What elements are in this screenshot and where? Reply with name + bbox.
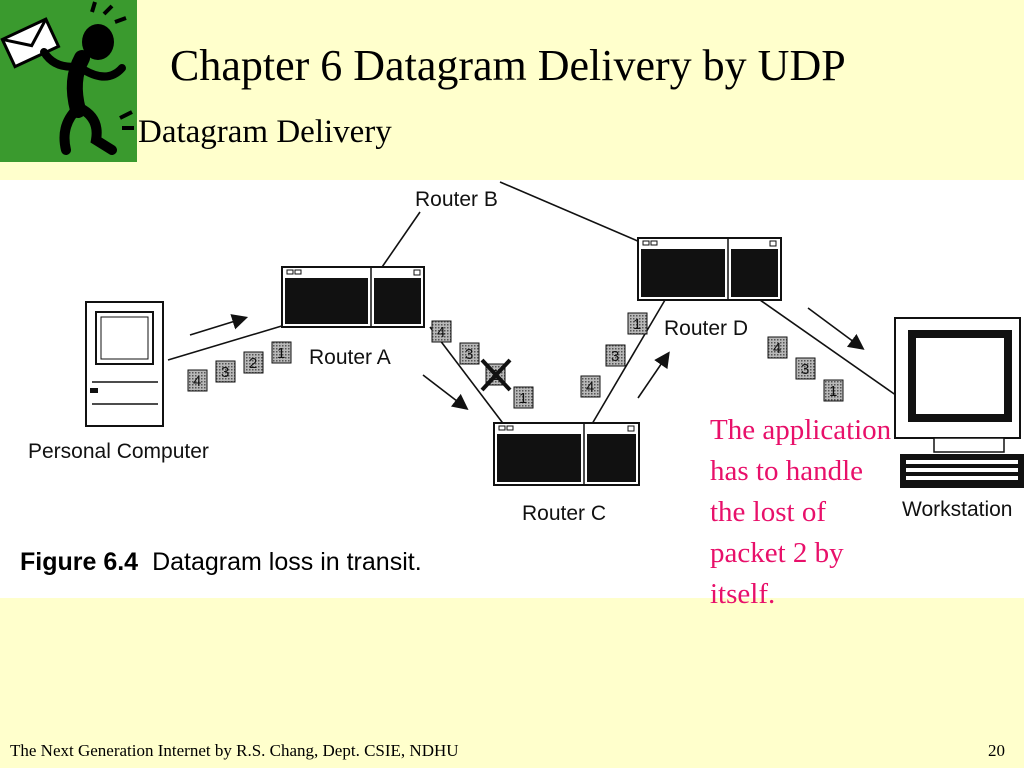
figure-caption-number: Figure 6.4 [20, 548, 139, 576]
svg-text:4: 4 [193, 373, 201, 390]
slide-title: Chapter 6 Datagram Delivery by UDP [170, 41, 846, 90]
label-router-b: Router B [415, 188, 498, 211]
packets-router-c-to-router-d: 4 3 1 [580, 312, 648, 398]
note-text: The application has to handle the lost o… [710, 414, 892, 610]
packet: 2 [243, 351, 264, 374]
svg-text:4: 4 [773, 340, 781, 357]
lost-packet: 2 [480, 358, 512, 392]
svg-text:1: 1 [277, 345, 285, 362]
figure-datagram-loss: 4 3 2 1 4 3 [0, 180, 1024, 598]
label-router-d: Router D [664, 317, 748, 340]
svg-text:1: 1 [519, 390, 527, 407]
svg-text:1: 1 [633, 316, 641, 333]
packet: 4 [187, 369, 208, 392]
svg-text:1: 1 [829, 383, 837, 400]
logo-running-man-envelope-icon [0, 0, 137, 162]
label-workstation: Workstation [902, 498, 1013, 521]
packets-pc-to-router-a: 4 3 2 1 [187, 341, 292, 392]
router-c-icon [493, 422, 640, 486]
packets-router-a-to-router-c: 4 3 2 1 [431, 320, 534, 409]
router-d-icon [637, 237, 782, 301]
slide-subtitle: Datagram Delivery [138, 114, 392, 150]
svg-text:4: 4 [586, 379, 594, 396]
label-personal-computer: Personal Computer [28, 440, 209, 463]
packet: 3 [215, 360, 236, 383]
svg-text:3: 3 [801, 361, 809, 378]
packet: 3 [795, 357, 816, 380]
page-number: 20 [988, 741, 1005, 760]
workstation-icon [894, 317, 1024, 488]
packet: 1 [823, 379, 844, 402]
router-a-icon [281, 266, 425, 328]
flow-arrows [189, 307, 865, 410]
label-router-a: Router A [309, 346, 391, 369]
svg-text:3: 3 [465, 346, 473, 363]
packet: 1 [271, 341, 292, 364]
packet: 3 [605, 344, 626, 367]
packets-router-d-to-workstation: 4 3 1 [767, 336, 844, 402]
connection-lines [167, 181, 901, 427]
figure-caption-text: Datagram loss in transit. [152, 548, 422, 576]
label-router-c: Router C [522, 502, 606, 525]
personal-computer-icon [85, 301, 164, 427]
packet: 1 [627, 312, 648, 335]
figure-caption: Figure 6.4 Datagram loss in transit. [20, 548, 422, 577]
svg-text:2: 2 [249, 355, 257, 372]
footer-text: The Next Generation Internet by R.S. Cha… [10, 741, 459, 760]
packet: 4 [767, 336, 788, 359]
svg-text:3: 3 [611, 348, 619, 365]
packet: 4 [431, 320, 452, 343]
svg-text:3: 3 [221, 364, 229, 381]
packet: 4 [580, 375, 601, 398]
packet: 1 [513, 386, 534, 409]
packet: 3 [459, 342, 480, 365]
svg-text:4: 4 [437, 324, 445, 341]
